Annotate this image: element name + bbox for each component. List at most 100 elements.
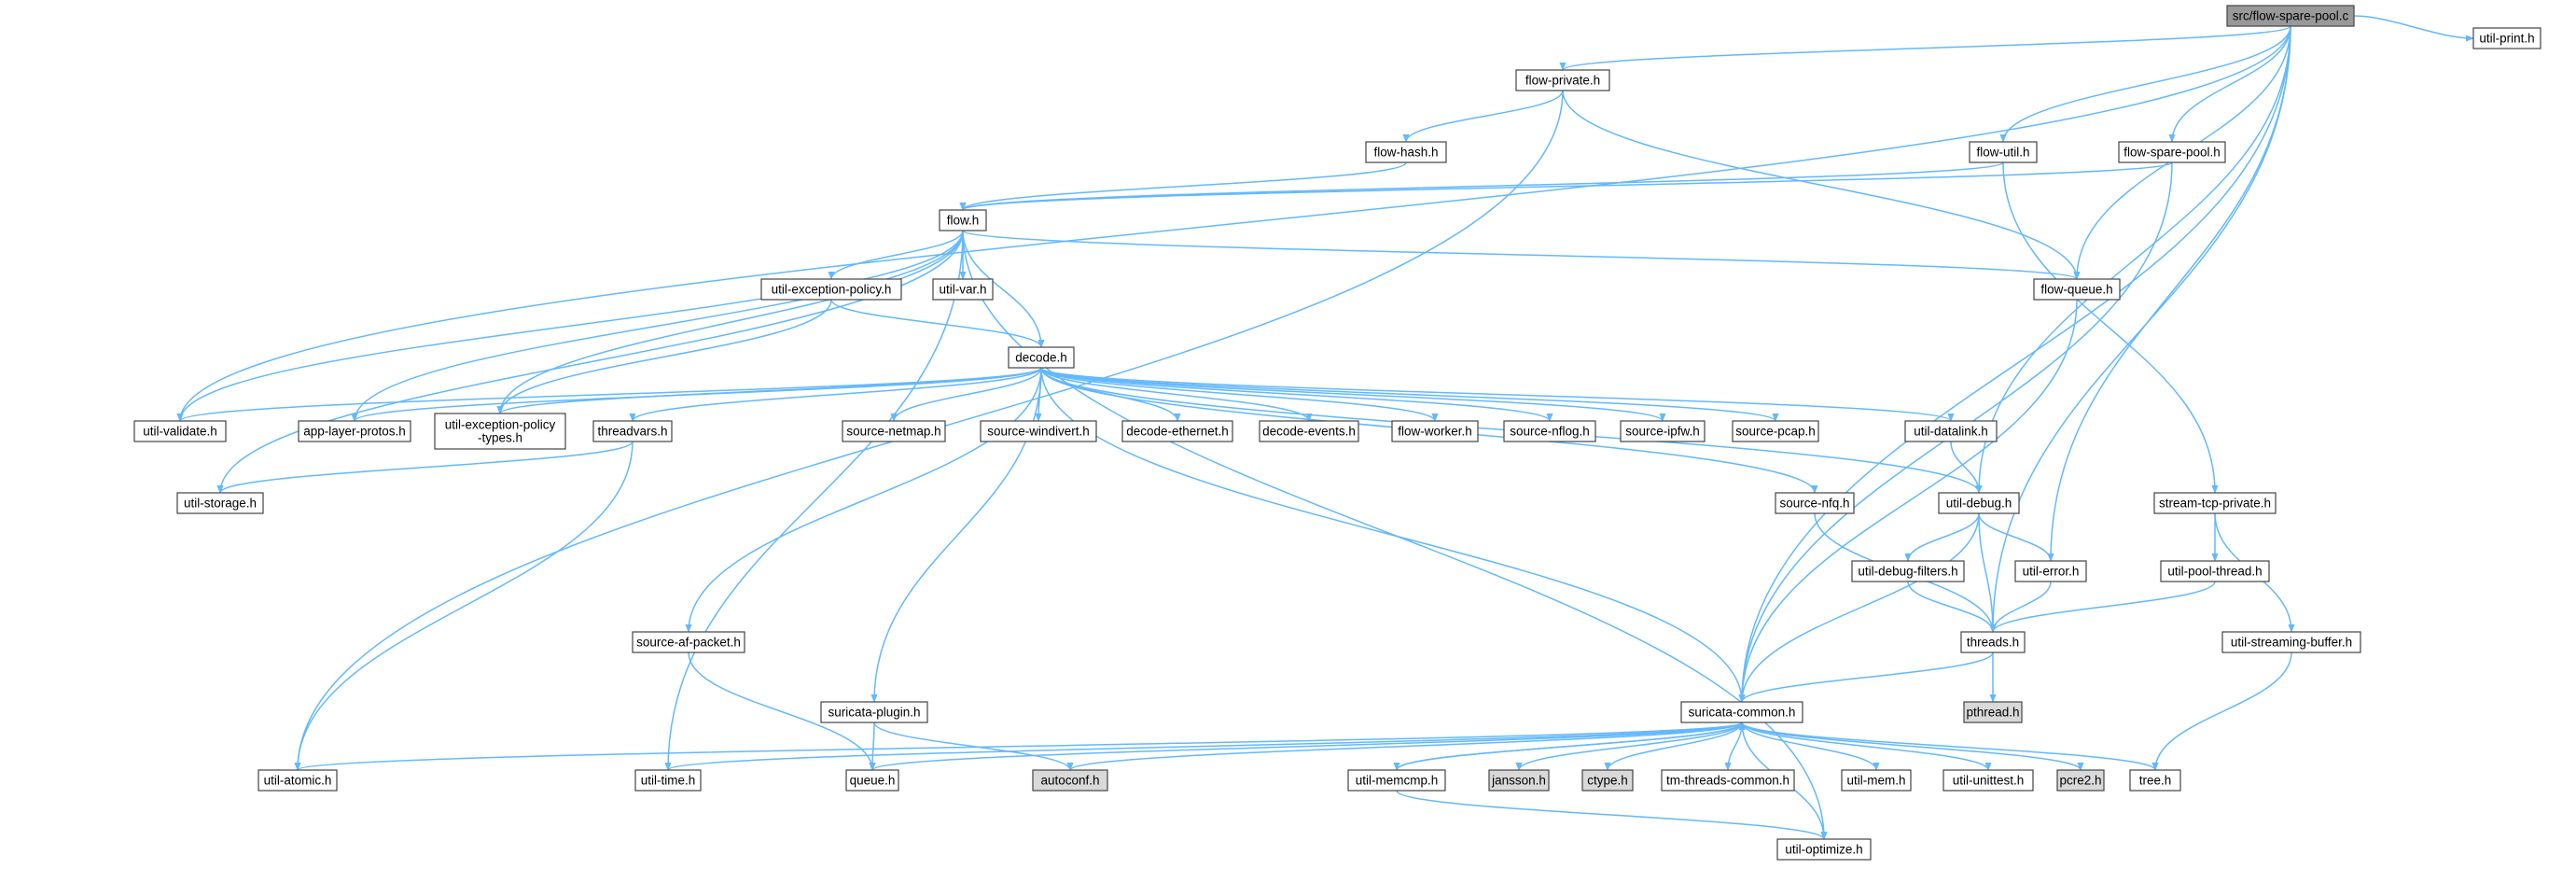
node-flow-private[interactable]: flow-private.h xyxy=(1515,69,1610,91)
node-util-pool-thread[interactable]: util-pool-thread.h xyxy=(2160,560,2270,582)
node-flow-spare-pool[interactable]: flow-spare-pool.h xyxy=(2118,141,2226,163)
node-label: util-pool-thread.h xyxy=(2167,565,2262,579)
edge-flow-hash-to-flow xyxy=(959,161,1407,211)
node-threads[interactable]: threads.h xyxy=(1960,631,2026,653)
node-util-debug-filters[interactable]: util-debug-filters.h xyxy=(1851,560,1965,582)
node-util-mem[interactable]: util-mem.h xyxy=(1841,769,1912,792)
node-label: util-optimize.h xyxy=(1785,843,1862,857)
node-label: util-print.h xyxy=(2479,32,2534,46)
node-source-windivert[interactable]: source-windivert.h xyxy=(980,420,1097,442)
node-decode-events[interactable]: decode-events.h xyxy=(1259,420,1359,442)
node-label: util-streaming-buffer.h xyxy=(2231,636,2352,650)
node-suricata-common[interactable]: suricata-common.h xyxy=(1680,701,1803,723)
node-queue[interactable]: queue.h xyxy=(845,769,899,792)
node-box xyxy=(760,278,902,301)
node-util-exception-policy[interactable]: util-exception-policy.h xyxy=(760,278,902,301)
node-util-optimize[interactable]: util-optimize.h xyxy=(1776,838,1872,861)
node-box xyxy=(1904,420,1998,442)
node-box xyxy=(1347,769,1446,792)
node-label: source-netmap.h xyxy=(846,425,940,439)
node-source-nflog[interactable]: source-nflog.h xyxy=(1503,420,1596,442)
node-util-var[interactable]: util-var.h xyxy=(932,278,994,301)
edge-suricata-plugin-to-autoconf xyxy=(873,722,1074,771)
node-label: source-nflog.h xyxy=(1510,425,1590,439)
node-box xyxy=(1391,420,1479,442)
node-box xyxy=(2118,141,2226,163)
node-util-atomic[interactable]: util-atomic.h xyxy=(258,769,338,792)
node-flow-queue[interactable]: flow-queue.h xyxy=(2033,278,2121,301)
node-label: flow-worker.h xyxy=(1398,425,1472,439)
edge-decode-to-threadvars xyxy=(629,367,1042,422)
node-box xyxy=(1851,560,1965,582)
node-stream-tcp-private[interactable]: stream-tcp-private.h xyxy=(2153,492,2277,514)
edge-util-memcmp-to-util-optimize xyxy=(1396,790,1828,840)
node-tree[interactable]: tree.h xyxy=(2129,769,2181,792)
node-label: util-var.h xyxy=(939,283,986,297)
node-box xyxy=(1620,420,1706,442)
node-label: decode.h xyxy=(1015,351,1067,365)
node-box xyxy=(1963,701,2023,723)
node-util-storage[interactable]: util-storage.h xyxy=(176,492,264,514)
node-label: util-debug.h xyxy=(1946,497,2012,511)
node-label: util-storage.h xyxy=(184,497,257,511)
edge-decode-to-flow-worker xyxy=(1040,367,1439,422)
node-source-nfq[interactable]: source-nfq.h xyxy=(1775,492,1855,514)
edge-suricata-common-to-util-atomic xyxy=(294,722,1743,771)
node-util-print[interactable]: util-print.h xyxy=(2472,27,2541,49)
node-flow[interactable]: flow.h xyxy=(939,209,987,231)
edge-suricata-plugin-to-queue xyxy=(869,722,876,771)
node-util-streaming-buffer[interactable]: util-streaming-buffer.h xyxy=(2221,631,2361,653)
node-box xyxy=(1938,492,2020,514)
node-threadvars[interactable]: threadvars.h xyxy=(592,420,673,442)
node-box xyxy=(1969,141,2038,163)
node-label: tree.h xyxy=(2139,774,2172,788)
node-label: flow-queue.h xyxy=(2040,283,2112,297)
node-label: source-pcap.h xyxy=(1735,425,1816,439)
edge-suricata-common-to-util-time xyxy=(664,722,1743,771)
node-util-exception-policy-types[interactable]: util-exception-policy-types.h xyxy=(434,413,566,450)
node-box xyxy=(2033,278,2121,301)
node-flow-hash[interactable]: flow-hash.h xyxy=(1365,141,1447,163)
node-util-datalink[interactable]: util-datalink.h xyxy=(1904,420,1998,442)
node-flow-worker[interactable]: flow-worker.h xyxy=(1391,420,1479,442)
node-suricata-plugin[interactable]: suricata-plugin.h xyxy=(820,701,928,723)
node-label: util-mem.h xyxy=(1846,774,1905,788)
node-source-af-packet[interactable]: source-af-packet.h xyxy=(632,631,745,653)
node-label: decode-ethernet.h xyxy=(1126,425,1229,439)
node-label: util-debug-filters.h xyxy=(1858,565,1957,579)
node-box xyxy=(1680,701,1803,723)
edge-decode-to-suricata-common xyxy=(1040,367,1746,703)
node-util-error[interactable]: util-error.h xyxy=(2014,560,2087,582)
node-box xyxy=(845,769,899,792)
node-app-layer-protos[interactable]: app-layer-protos.h xyxy=(298,420,411,442)
edge-suricata-common-to-autoconf xyxy=(1066,722,1743,771)
edge-decode-to-util-validate xyxy=(176,367,1042,422)
node-util-memcmp[interactable]: util-memcmp.h xyxy=(1347,769,1446,792)
node-box xyxy=(1661,769,1795,792)
node-box xyxy=(1775,492,1855,514)
edge-decode-to-source-af-packet xyxy=(685,367,1042,633)
node-tm-threads-common[interactable]: tm-threads-common.h xyxy=(1661,769,1795,792)
node-box xyxy=(2153,492,2277,514)
node-source-ipfw[interactable]: source-ipfw.h xyxy=(1620,420,1706,442)
edge-threadvars-to-util-storage xyxy=(216,441,634,494)
edge-util-debug-to-suricata-common xyxy=(1738,512,1980,703)
node-source-netmap[interactable]: source-netmap.h xyxy=(842,420,946,442)
edge-decode-to-source-ipfw xyxy=(1040,367,1666,422)
edge-util-debug-to-util-debug-filters xyxy=(1904,512,1980,562)
node-decode-ethernet[interactable]: decode-ethernet.h xyxy=(1121,420,1233,442)
node-box xyxy=(1259,420,1359,442)
node-util-unittest[interactable]: util-unittest.h xyxy=(1942,769,2034,792)
node-flow-util[interactable]: flow-util.h xyxy=(1969,141,2038,163)
node-source-pcap[interactable]: source-pcap.h xyxy=(1732,420,1819,442)
node-label: source-windivert.h xyxy=(987,425,1090,439)
node-label: autoconf.h xyxy=(1040,774,1099,788)
node-util-validate[interactable]: util-validate.h xyxy=(133,420,227,442)
node-label: -types.h xyxy=(478,431,522,445)
node-util-debug[interactable]: util-debug.h xyxy=(1938,492,2020,514)
edge-threadvars-to-util-atomic xyxy=(294,441,634,771)
node-util-time[interactable]: util-time.h xyxy=(634,769,702,792)
node-box xyxy=(2014,560,2087,582)
node-label: util-validate.h xyxy=(143,425,217,439)
node-decode[interactable]: decode.h xyxy=(1008,346,1075,369)
